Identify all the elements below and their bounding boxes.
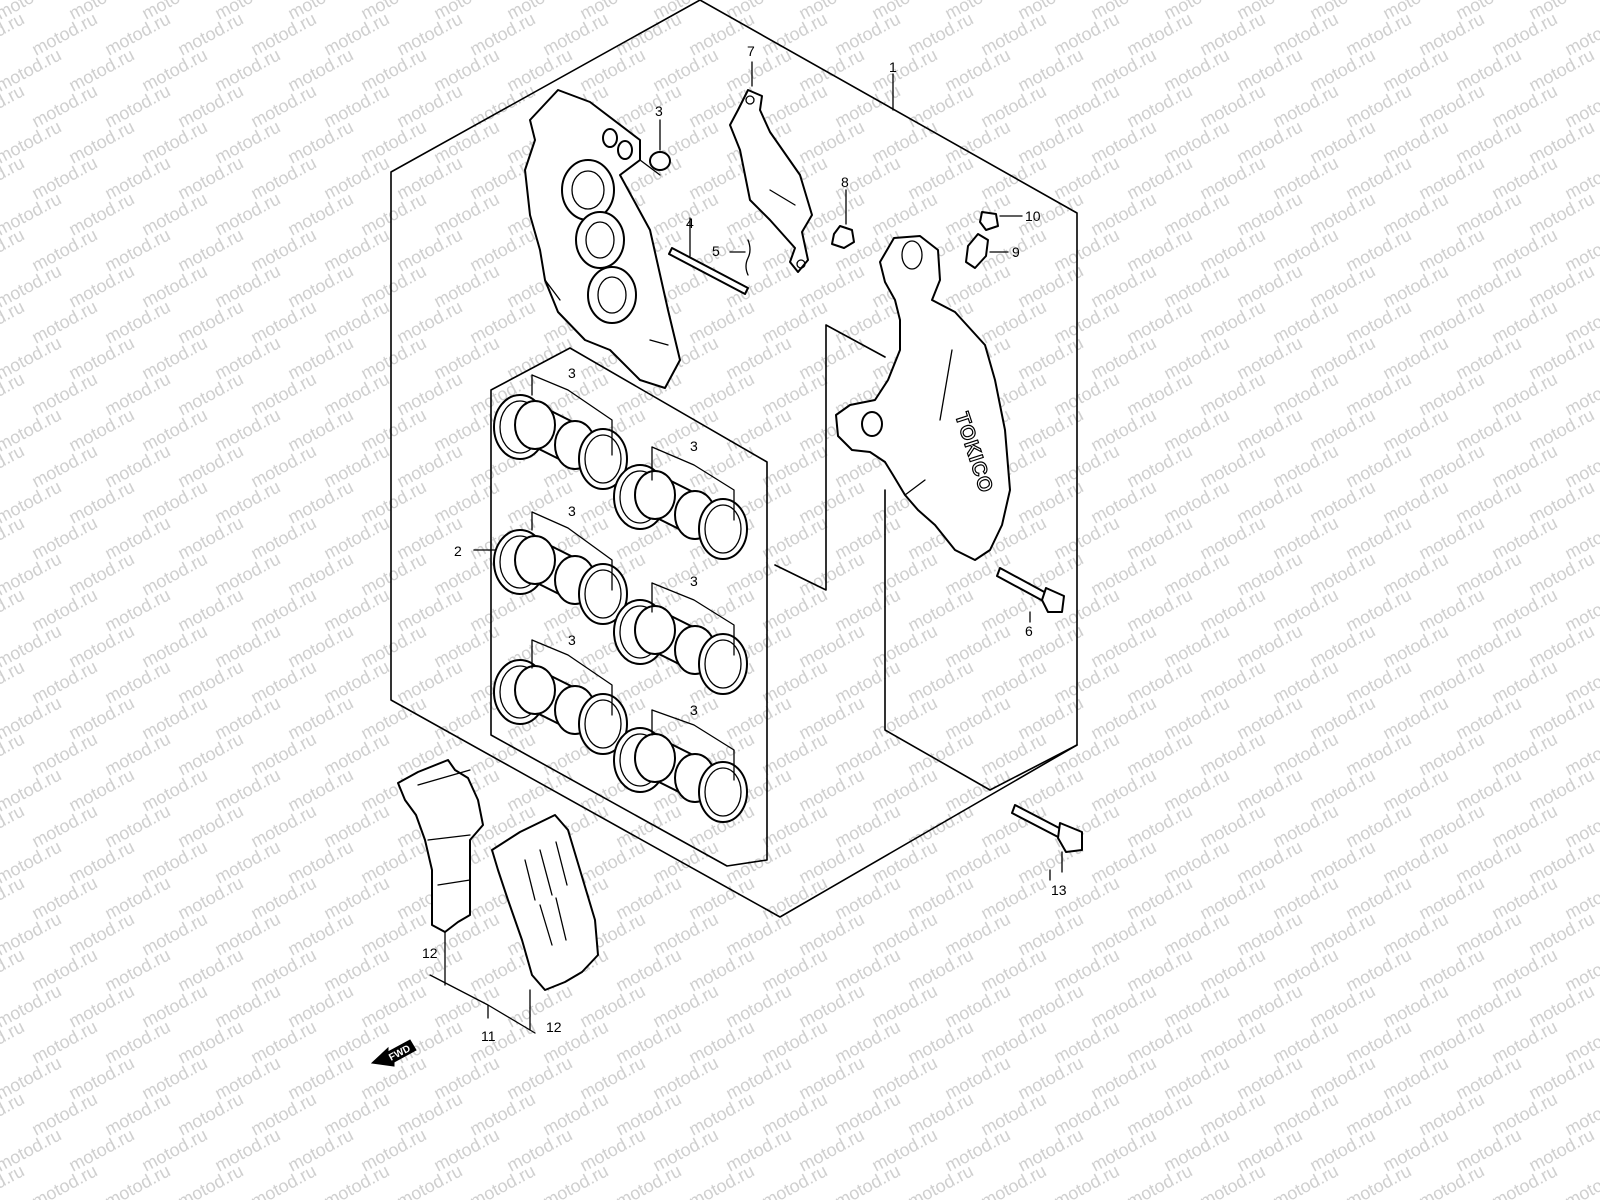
watermark-text: motod.ru [0, 801, 28, 852]
watermark-text: motod.ru [539, 1161, 611, 1200]
watermark-text: motod.ru [247, 1161, 319, 1200]
watermark-text: motod.ru [685, 1161, 757, 1200]
watermark-text: motod.ru [0, 657, 28, 708]
seal-ring-small [649, 151, 671, 171]
callout-6: 6 [1025, 623, 1033, 639]
watermark-text: motod.ru [0, 873, 28, 924]
callout-3b: 3 [568, 365, 576, 381]
watermark-text: motod.ru [0, 513, 28, 564]
watermark-text: motod.ru [758, 1161, 830, 1200]
watermark-text: motod.ru [0, 945, 28, 996]
dust-seal-ring [698, 633, 748, 695]
watermark-text: motod.ru [0, 441, 28, 492]
watermark-text: motod.ru [0, 297, 28, 348]
watermark-text: motod.ru [977, 1161, 1049, 1200]
watermark-text: motod.ru [0, 729, 28, 780]
callout-3a: 3 [655, 103, 663, 119]
watermark-text: motod.ru [1342, 1161, 1414, 1200]
watermark-text: motod.ru [0, 585, 28, 636]
callout-3g: 3 [690, 702, 698, 718]
watermark-text: motod.ru [612, 1161, 684, 1200]
watermark-text: motod.ru [0, 369, 28, 420]
watermark-text: motod.ru [904, 1161, 976, 1200]
watermark-text: motod.ru [320, 1161, 392, 1200]
watermark-text: motod.ru [0, 1089, 28, 1140]
callout-3e: 3 [690, 573, 698, 589]
callout-7: 7 [747, 43, 755, 59]
callout-2: 2 [454, 543, 462, 559]
watermark-text: motod.ru [28, 1161, 100, 1200]
watermark-text: motod.ru [0, 81, 28, 132]
watermark-text: motod.ru [1123, 1161, 1195, 1200]
watermark-text: motod.ru [0, 225, 28, 276]
callout-9: 9 [1012, 244, 1020, 260]
callout-3f: 3 [568, 632, 576, 648]
callout-3c: 3 [690, 438, 698, 454]
watermark-text: motod.ru [1415, 1161, 1487, 1200]
callout-4: 4 [686, 215, 694, 231]
callout-11: 11 [481, 1028, 496, 1044]
watermark-text: motod.ru [1196, 1161, 1268, 1200]
callout-13: 13 [1051, 882, 1067, 898]
dust-seal-ring [698, 498, 748, 560]
watermark-text: motod.ru [0, 153, 28, 204]
callout-5: 5 [712, 243, 720, 259]
watermark-text: motod.ru [393, 1161, 465, 1200]
watermark-text: motod.ru [1050, 1161, 1122, 1200]
watermark-text: motod.ru [831, 1161, 903, 1200]
dust-seal-ring [698, 761, 748, 823]
callout-1: 1 [889, 59, 897, 75]
watermark-text: motod.ru [1269, 1161, 1341, 1200]
watermark-text: motod.ru [1488, 1161, 1560, 1200]
watermark-text: motod.ru [174, 1161, 246, 1200]
callout-3d: 3 [568, 503, 576, 519]
watermark-text: motod.ru [0, 1017, 28, 1068]
callout-12a: 12 [422, 945, 438, 961]
watermark-text: motod.ru [101, 1161, 173, 1200]
callout-10: 10 [1025, 208, 1041, 224]
watermark-text: motod.ru [0, 9, 28, 60]
callout-8: 8 [841, 174, 849, 190]
watermark-text: motod.ru [1561, 1161, 1600, 1200]
watermark-text: motod.ru [466, 1161, 538, 1200]
callout-12b: 12 [546, 1019, 562, 1035]
